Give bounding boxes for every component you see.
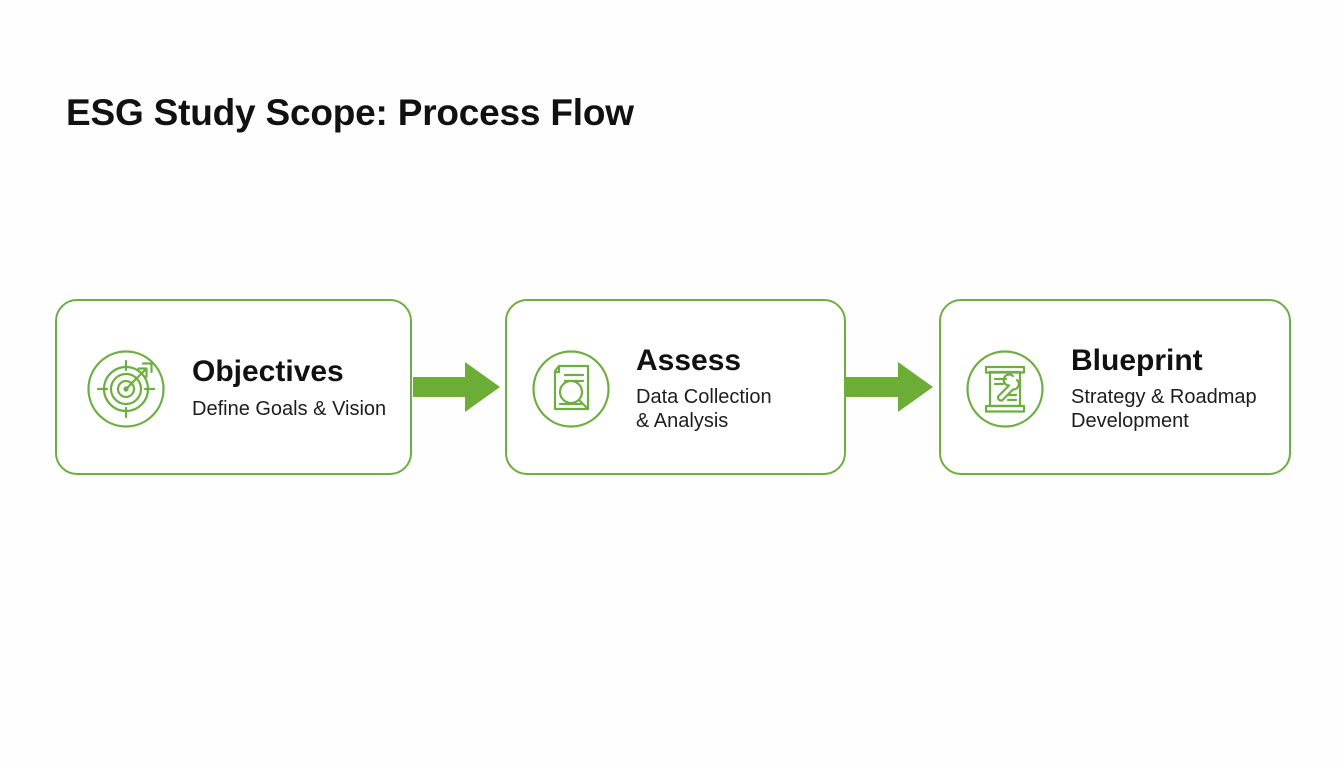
flow-step-text: Assess Data Collection & Analysis	[636, 301, 772, 477]
target-arrow-icon	[86, 349, 166, 429]
flow-step-assess[interactable]: Assess Data Collection & Analysis	[505, 299, 846, 475]
flow-step-subtitle: Strategy & Roadmap Development	[1071, 386, 1257, 432]
document-magnifier-icon	[531, 349, 611, 429]
flow-step-text: Blueprint Strategy & Roadmap Development	[1071, 301, 1257, 477]
page-title: ESG Study Scope: Process Flow	[66, 92, 634, 133]
flow-step-subtitle: Data Collection & Analysis	[636, 386, 772, 432]
flow-step-blueprint[interactable]: Blueprint Strategy & Roadmap Development	[939, 299, 1291, 475]
flow-step-subtitle: Define Goals & Vision	[192, 398, 387, 421]
flow-step-title: Objectives	[192, 355, 344, 389]
flow-step-title: Assess	[636, 343, 742, 377]
flow-step-objectives[interactable]: Objectives Define Goals & Vision	[55, 299, 412, 475]
blueprint-scroll-wrench-icon	[965, 349, 1045, 429]
flow-step-text: Objectives Define Goals & Vision	[192, 301, 386, 477]
arrow-right-icon	[413, 360, 500, 414]
arrow-right-icon	[846, 360, 933, 414]
flow-step-title: Blueprint	[1071, 343, 1203, 377]
process-flow-diagram: Objectives Define Goals & Vision	[0, 299, 1344, 477]
